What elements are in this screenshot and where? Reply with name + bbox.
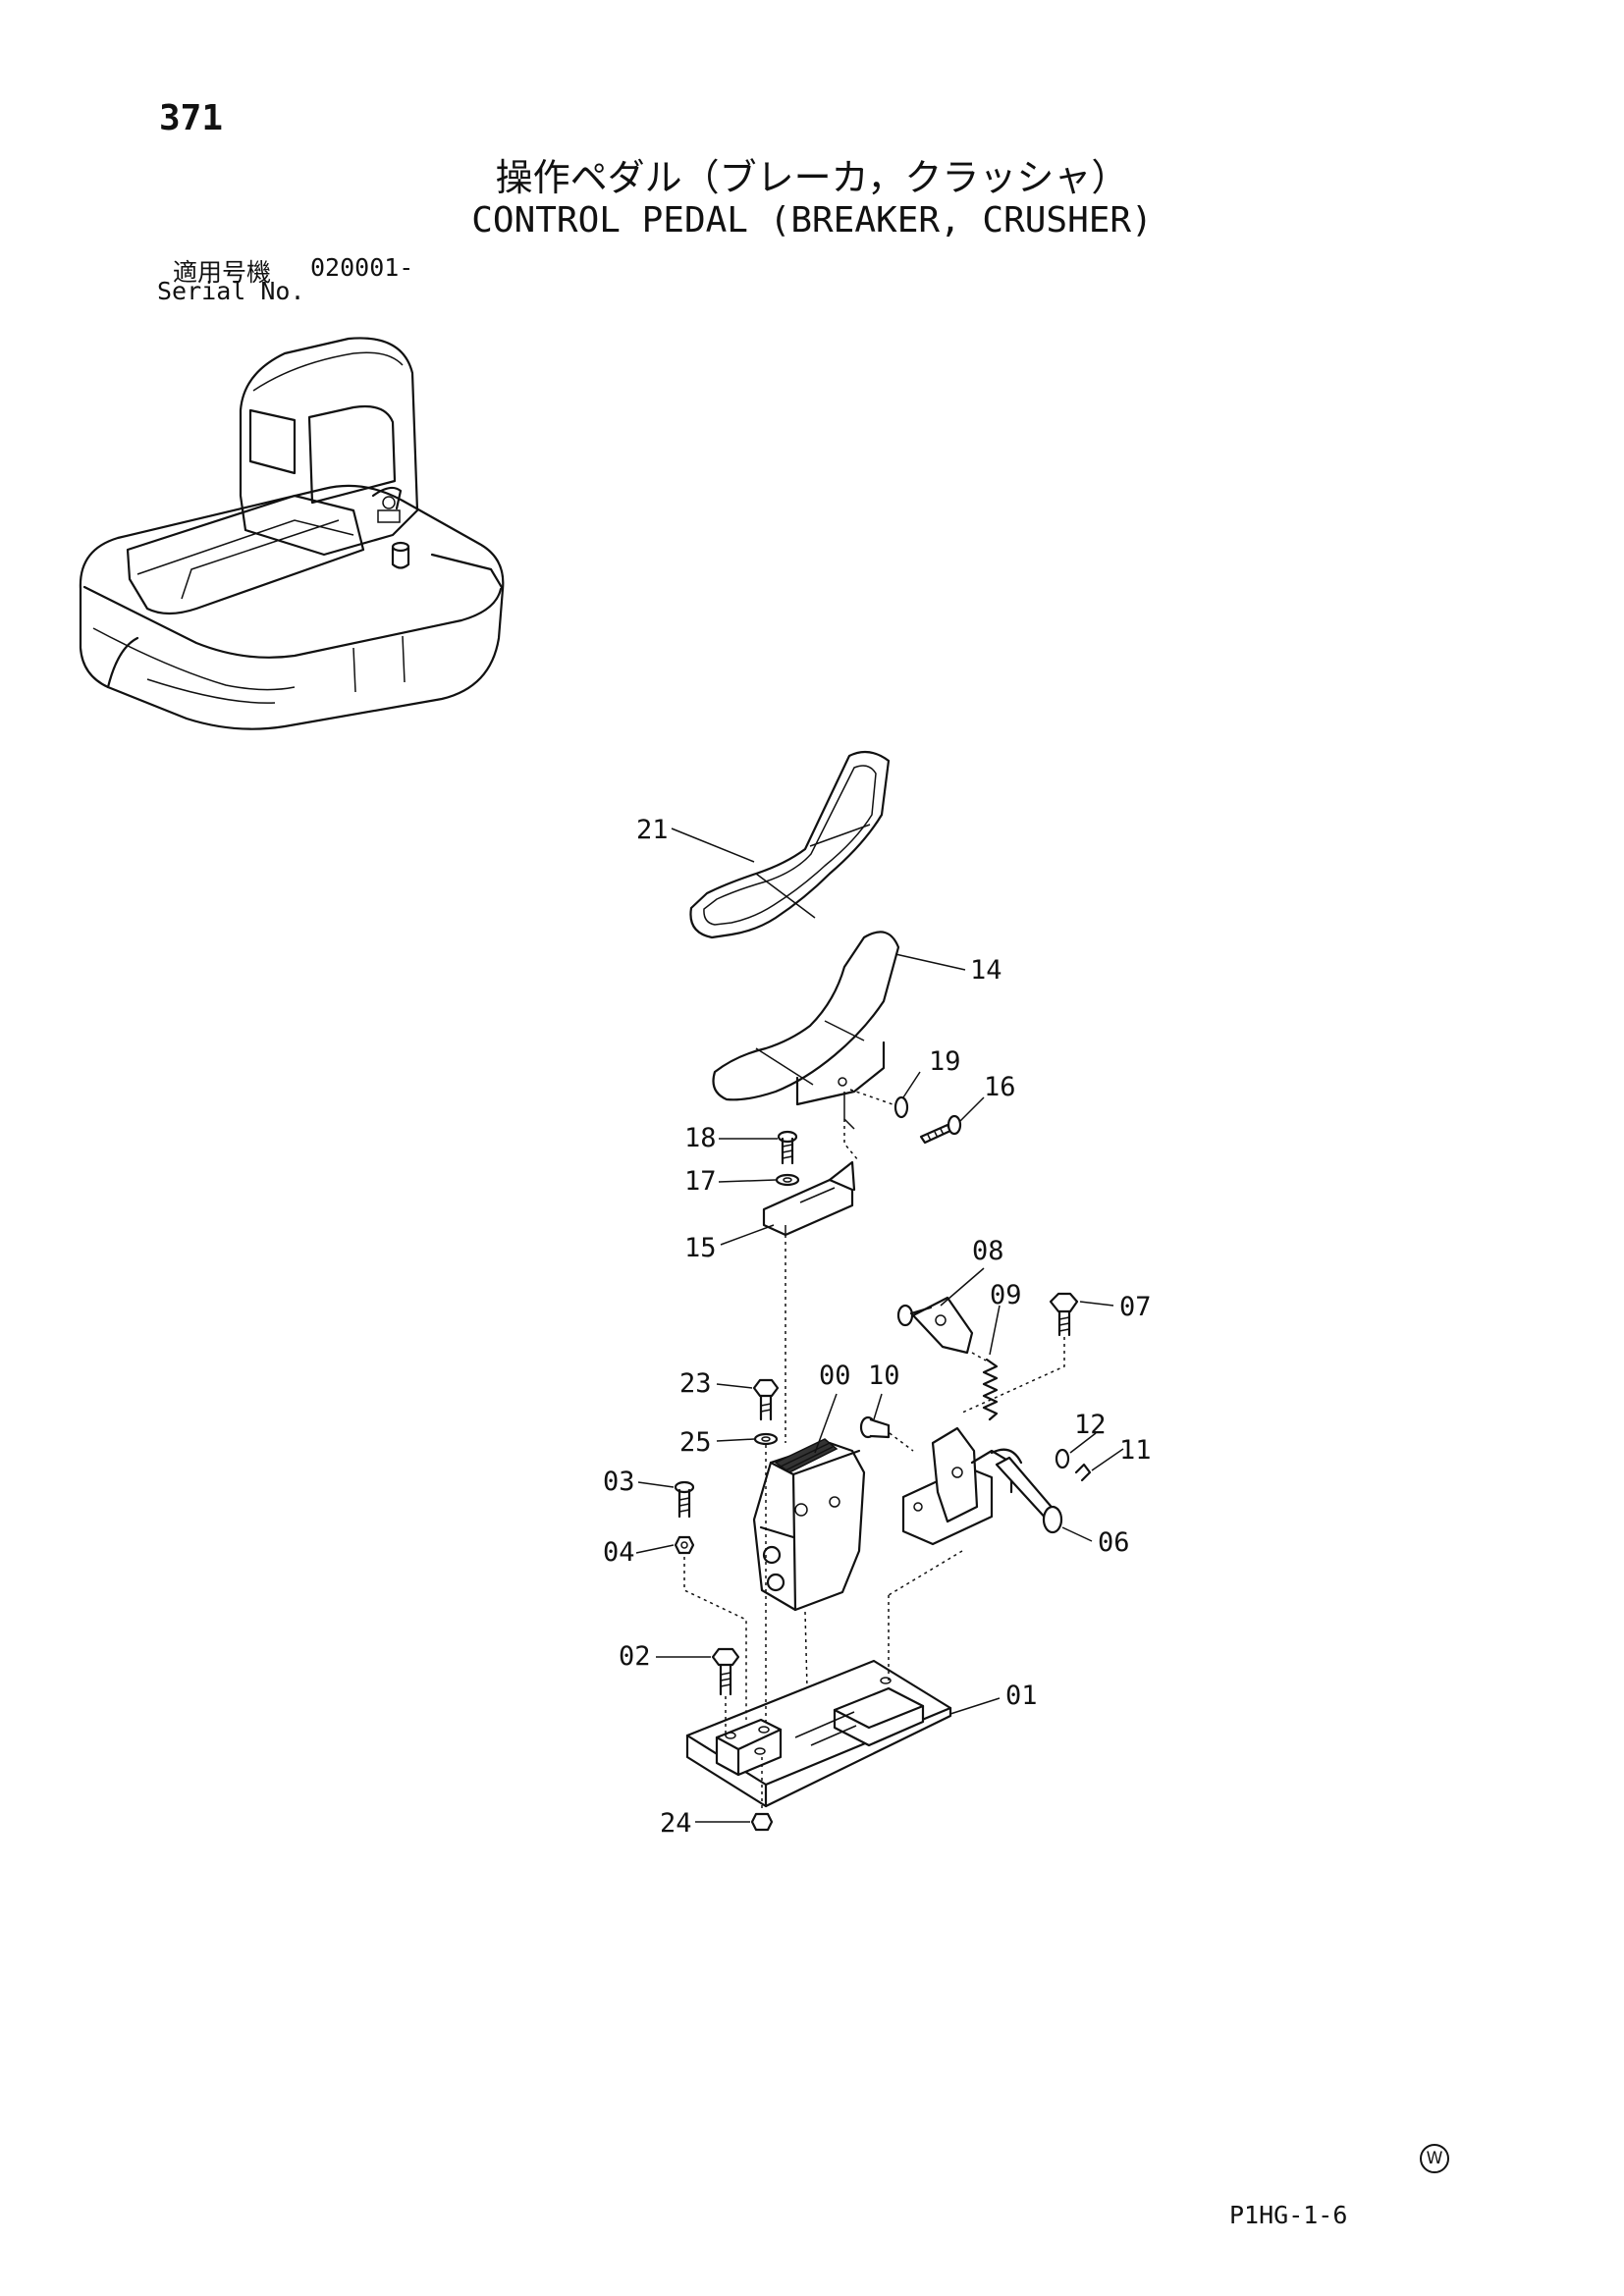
callout-11: 11 [1119, 1435, 1152, 1466]
page-title-japanese: 操作ペダル（ブレーカ，クラッシャ） [495, 156, 1129, 199]
callout-19: 19 [929, 1046, 961, 1077]
callout-09: 09 [990, 1280, 1022, 1310]
callout-00: 00 [819, 1361, 851, 1391]
callout-02: 02 [619, 1641, 651, 1672]
part-12-washer [1055, 1448, 1070, 1469]
part-11-snap-pin [1074, 1463, 1092, 1482]
part-18-screw [777, 1130, 798, 1165]
callout-18: 18 [684, 1123, 717, 1153]
part-09-spring [982, 1358, 999, 1421]
excavator-overview-illustration [79, 337, 505, 730]
serial-range: 020001- [310, 253, 414, 282]
part-07-bolt [1049, 1292, 1079, 1337]
callout-24: 24 [660, 1808, 692, 1839]
callout-01: 01 [1005, 1681, 1038, 1711]
part-21-pedal-rubber-cover [689, 750, 891, 939]
document-code: P1HG-1-6 [1229, 2201, 1348, 2229]
part-03-bolt [674, 1480, 695, 1519]
part-25-washer [753, 1432, 779, 1446]
callout-12: 12 [1074, 1410, 1107, 1440]
callout-10: 10 [868, 1361, 900, 1391]
callout-15: 15 [684, 1233, 717, 1263]
part-17-washer [775, 1173, 800, 1187]
part-14-pedal-plate [712, 931, 900, 1130]
callout-04: 04 [603, 1537, 635, 1568]
part-02-bolt [711, 1647, 740, 1696]
serial-label-english: Serial No. [157, 277, 305, 305]
callout-06: 06 [1098, 1527, 1130, 1558]
callout-14: 14 [970, 955, 1002, 986]
part-19-washer [893, 1095, 909, 1119]
part-10-pin [859, 1415, 891, 1439]
part-23-bolt [752, 1378, 780, 1421]
callout-17: 17 [684, 1166, 717, 1197]
serial-label-japanese: 適用号機 [173, 258, 272, 287]
part-04-nut [674, 1535, 695, 1555]
callout-25: 25 [679, 1427, 712, 1458]
part-00-pilot-valve [752, 1438, 866, 1612]
part-08-detent-lever [896, 1296, 974, 1355]
callout-03: 03 [603, 1467, 635, 1497]
callout-08: 08 [972, 1236, 1004, 1266]
callout-07: 07 [1119, 1292, 1152, 1322]
callout-23: 23 [679, 1368, 712, 1399]
callout-21: 21 [636, 815, 669, 845]
callout-leaders [635, 828, 1124, 1823]
page-number: 371 [159, 98, 224, 138]
watermark-w-icon: W [1420, 2144, 1449, 2173]
part-01-base-plate [685, 1659, 952, 1808]
callout-16: 16 [984, 1072, 1016, 1102]
part-06-lever-bracket [901, 1426, 1063, 1546]
part-16-bolt [919, 1114, 962, 1145]
part-24-nut [750, 1812, 774, 1832]
part-15-bracket [762, 1119, 859, 1237]
page-title-english: CONTROL PEDAL (BREAKER, CRUSHER) [471, 200, 1153, 240]
